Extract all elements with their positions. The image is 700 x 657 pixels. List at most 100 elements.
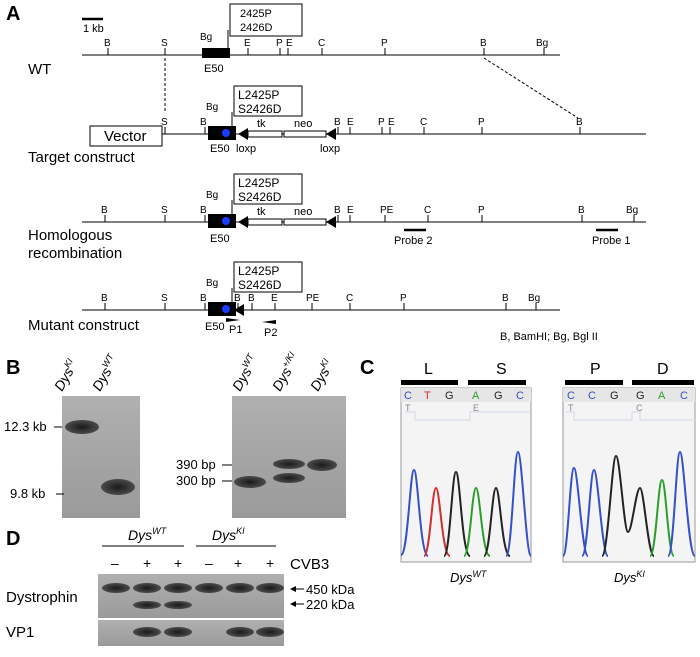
homologous-exon-mutation-dot (222, 217, 230, 225)
target-mutation-line2: S2426D (238, 102, 282, 116)
target-tk (247, 130, 283, 138)
mut-site-b4: B (502, 293, 509, 304)
pcr-band-wt-300 (234, 476, 266, 488)
mutant-mutation-line2: S2426D (238, 278, 282, 292)
right-base-3: G (610, 390, 619, 402)
codon-right-2: D (657, 361, 669, 378)
homologous-neo-label: neo (294, 206, 312, 218)
southern-lane-1: DysKI (50, 356, 81, 393)
codon-left-1: L (424, 361, 433, 378)
wt-mutation-line1: 2425P (240, 8, 272, 20)
panel-label-d: D (6, 528, 20, 550)
mut-site-s: S (161, 293, 168, 304)
western-sign-4: – (205, 555, 213, 571)
wt-site-e2: E (286, 38, 293, 49)
right-base-1: C (567, 390, 575, 402)
homologous-mutation-line1: L2425P (238, 176, 279, 190)
target-site-bg: Bg (206, 102, 218, 113)
left-base-4: A (472, 390, 480, 402)
right-sub-1: T (568, 403, 574, 413)
primer-p2-label: P2 (264, 327, 277, 339)
pcr-lane-3: DysKI (306, 356, 337, 393)
hom-site-bg2: Bg (626, 205, 638, 216)
left-base-2: T (424, 390, 431, 402)
primer-p2-arrow (262, 320, 276, 324)
dys-band-450-5 (226, 583, 254, 593)
vector-box (89, 125, 163, 147)
pcr-lane-2: Dys+/KI (268, 350, 303, 394)
dys-band-450-4 (195, 583, 223, 593)
hom-site-b1: B (101, 205, 108, 216)
target-site-p1: P (378, 117, 385, 128)
western-row-dystrophin: Dystrophin (6, 589, 78, 606)
vector-label: Vector (104, 128, 147, 145)
hom-site-c: C (424, 205, 431, 216)
target-exon-mutation-dot (222, 129, 230, 137)
left-base-3: G (445, 390, 454, 402)
homologous-mutation-box (233, 173, 303, 205)
mut-site-b2: B (234, 293, 241, 304)
left-base-1: C (404, 390, 412, 402)
western-treatment: CVB3 (290, 556, 329, 573)
vp1-band-3 (164, 627, 192, 637)
pcr-size-300: 300 bp (176, 473, 216, 488)
wt-site-p2: P (381, 38, 388, 49)
target-neo (283, 130, 327, 138)
homologous-map: Homologous recombination E50 L2425P S242… (28, 173, 646, 262)
pcr-band-het-390 (273, 459, 305, 469)
western-sign-1: – (111, 555, 119, 571)
homologous-exon-label: E50 (210, 233, 230, 245)
mut-site-b0: B (200, 293, 207, 304)
homologous-loxp-right (326, 216, 336, 228)
left-sub-1: T (405, 403, 411, 413)
right-base-5: A (658, 390, 666, 402)
vp1-band-6 (256, 627, 284, 637)
chromatogram-left-traces (400, 450, 532, 557)
target-tk-label: tk (257, 118, 266, 130)
dys-band-450-2 (133, 583, 161, 593)
western-blot: DysWT DysKI – + + – + + CVB3 Dystrophin … (6, 526, 355, 646)
target-site-b1: B (334, 117, 341, 128)
southern-blot: DysKI DysWT 12.3 kb 9.8 kb (4, 351, 140, 518)
chromatogram-left-frame (400, 387, 532, 563)
target-mutation-box (233, 85, 303, 117)
left-base-6: C (516, 390, 524, 402)
wt-map: WT E50 2425P 2426D B S Bg E P E C P B Bg (28, 3, 560, 78)
mut-site-bg2: Bg (528, 293, 540, 304)
hom-site-p: P (478, 205, 485, 216)
mutant-mutation-line1: L2425P (238, 264, 279, 278)
dys-band-220-2 (133, 601, 161, 609)
dys-band-450-3 (164, 583, 192, 593)
western-marker-220: 220 kDa (306, 597, 355, 612)
mut-site-pe: PE (306, 293, 320, 304)
left-base-5: G (494, 390, 503, 402)
mutant-mutation-box (233, 261, 303, 293)
target-site-c: C (420, 117, 427, 128)
mut-site-b1: B (101, 293, 108, 304)
hom-site-b3: B (578, 205, 585, 216)
right-base-2: C (588, 390, 596, 402)
western-sign-2: + (143, 555, 151, 571)
row-label-mutant: Mutant construct (28, 317, 140, 334)
dys-band-450-1 (102, 583, 130, 593)
target-loxp-right (326, 128, 336, 140)
panel-label-a: A (6, 3, 20, 25)
target-map: Target construct Vector E50 L2425P S2426… (28, 85, 646, 166)
mut-site-p: P (400, 293, 407, 304)
hom-site-bg1: Bg (206, 190, 218, 201)
vp1-band-5 (226, 627, 254, 637)
mut-site-e1: E (271, 293, 278, 304)
homologous-mutation-line2: S2426D (238, 190, 282, 204)
wt-mutation-box (229, 3, 303, 37)
target-site-b2: B (576, 117, 583, 128)
codon-right-1: P (590, 361, 601, 378)
western-marker-450: 450 kDa (306, 582, 355, 597)
vp1-band-2 (133, 627, 161, 637)
pcr-band-ki-390 (307, 459, 337, 471)
mutant-exon-mutation-dot (222, 305, 230, 313)
dys-band-220-3 (164, 601, 192, 609)
probe-2-label: Probe 2 (394, 235, 433, 247)
homologous-neo (283, 218, 327, 226)
target-loxp-label-right: loxp (320, 143, 340, 155)
row-label-target: Target construct (28, 149, 136, 166)
